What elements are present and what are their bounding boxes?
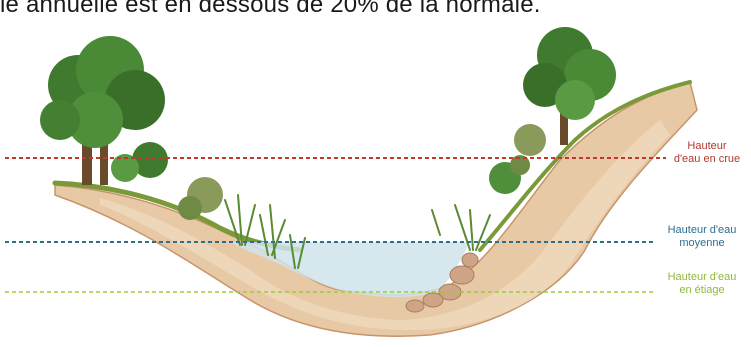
low-water-label-line1: Hauteur d'eau: [653, 271, 751, 284]
bushes-left-icon: [178, 177, 223, 220]
flood-level-label: Hauteur d'eau en crue: [662, 140, 751, 166]
average-label-line1: Hauteur d'eau: [653, 224, 751, 237]
flood-label-line1: Hauteur: [662, 140, 751, 153]
average-level-label: Hauteur d'eau moyenne: [653, 224, 751, 250]
flood-label-line2: d'eau en crue: [662, 153, 751, 166]
average-label-line2: moyenne: [653, 237, 751, 250]
tree-left-icon: [40, 36, 168, 185]
low-water-label-line2: en étiage: [653, 284, 751, 297]
low-water-level-label: Hauteur d'eau en étiage: [653, 271, 751, 297]
